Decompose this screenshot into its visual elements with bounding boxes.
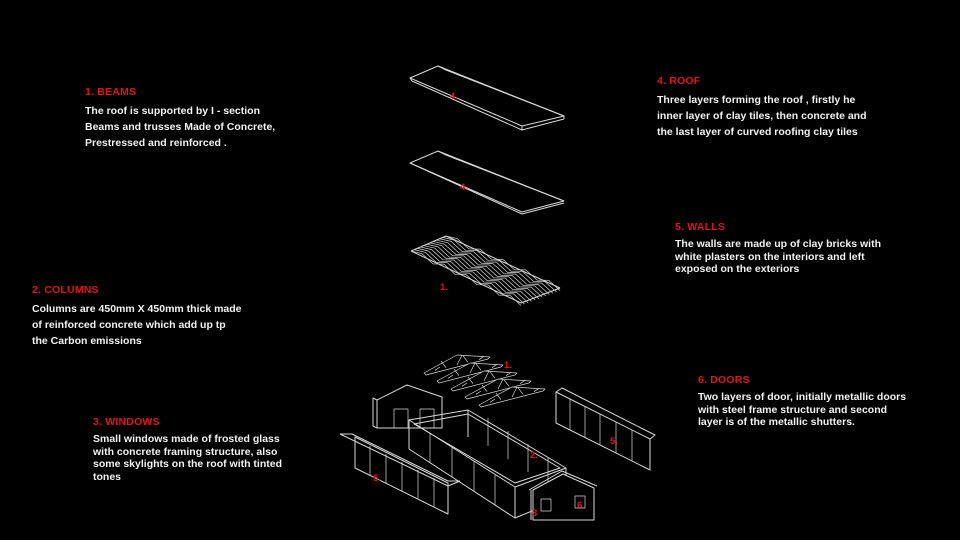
windows-block: 3. WINDOWS Small windows made of frosted…	[93, 416, 282, 483]
beams-block: 1. BEAMS The roof is supported by I - se…	[85, 86, 275, 151]
truss	[464, 378, 532, 400]
beams-text: The roof is supported by I - section Bea…	[85, 105, 276, 149]
tile-ridge	[442, 237, 557, 293]
tile-ridge	[414, 249, 525, 305]
clay-tile-layer	[410, 235, 561, 306]
tile-ridge	[430, 242, 543, 298]
tile-ridge	[417, 247, 529, 304]
right-long-wall	[555, 387, 656, 471]
tile-ridge	[420, 246, 532, 302]
marker-wall-left: 5.	[373, 473, 381, 484]
roof-layer-middle	[409, 150, 565, 215]
walls-heading: 5. WALLS	[675, 221, 726, 233]
roof-trusses	[423, 354, 546, 408]
marker-door-left: 3	[532, 508, 537, 519]
roof-heading: 4. ROOF	[657, 75, 701, 87]
front-gable-wall	[528, 470, 598, 521]
truss	[450, 370, 518, 392]
roof-layer-top	[409, 65, 565, 131]
doors-heading: 6. DOORS	[698, 374, 750, 386]
marker-tiles: 1.	[440, 282, 448, 293]
windows-heading: 3. WINDOWS	[93, 416, 160, 428]
front-door-left	[540, 498, 552, 512]
left-long-wall	[339, 433, 461, 515]
marker-roof-mid: 4.	[460, 182, 468, 193]
beams-heading: 1. BEAMS	[85, 86, 137, 98]
truss	[423, 354, 491, 376]
tile-ridge	[426, 243, 539, 299]
columns-text: Columns are 450mm X 450mm thick made of …	[32, 303, 242, 347]
windows-text: Small windows made of frosted glass with…	[93, 433, 283, 483]
left-gable-wall	[372, 384, 443, 429]
doors-text: Two layers of door, initially metallic d…	[698, 391, 907, 428]
marker-trusses: 1.	[504, 360, 512, 371]
front-door-right	[574, 495, 586, 509]
truss	[478, 386, 546, 408]
tile-ridge	[433, 241, 547, 297]
marker-frame: 2.	[530, 450, 538, 461]
roof-block: 4. ROOF Three layers forming the roof , …	[657, 75, 867, 140]
marker-door-right: 6	[577, 500, 582, 511]
walls-block: 5. WALLS The walls are made up of clay b…	[675, 221, 881, 276]
doors-block: 6. DOORS Two layers of door, initially m…	[698, 374, 906, 429]
walls-text: The walls are made up of clay bricks wit…	[675, 238, 881, 275]
tile-ridge	[445, 235, 561, 291]
truss	[436, 362, 504, 384]
tile-ridge	[439, 238, 554, 294]
tile-ridge	[436, 239, 550, 295]
roof-text: Three layers forming the roof , firstly …	[657, 94, 867, 138]
tile-ridge	[410, 250, 522, 306]
roof-mid-slab	[409, 150, 565, 213]
marker-wall-right: 5.	[610, 436, 618, 447]
marker-roof-top: 4.	[450, 91, 458, 102]
columns-block: 2. COLUMNS Columns are 450mm X 450mm thi…	[32, 284, 242, 349]
tile-ridge	[423, 245, 536, 301]
roof-top-slab	[409, 65, 565, 127]
gable-door	[393, 408, 409, 429]
columns-heading: 2. COLUMNS	[32, 284, 99, 296]
